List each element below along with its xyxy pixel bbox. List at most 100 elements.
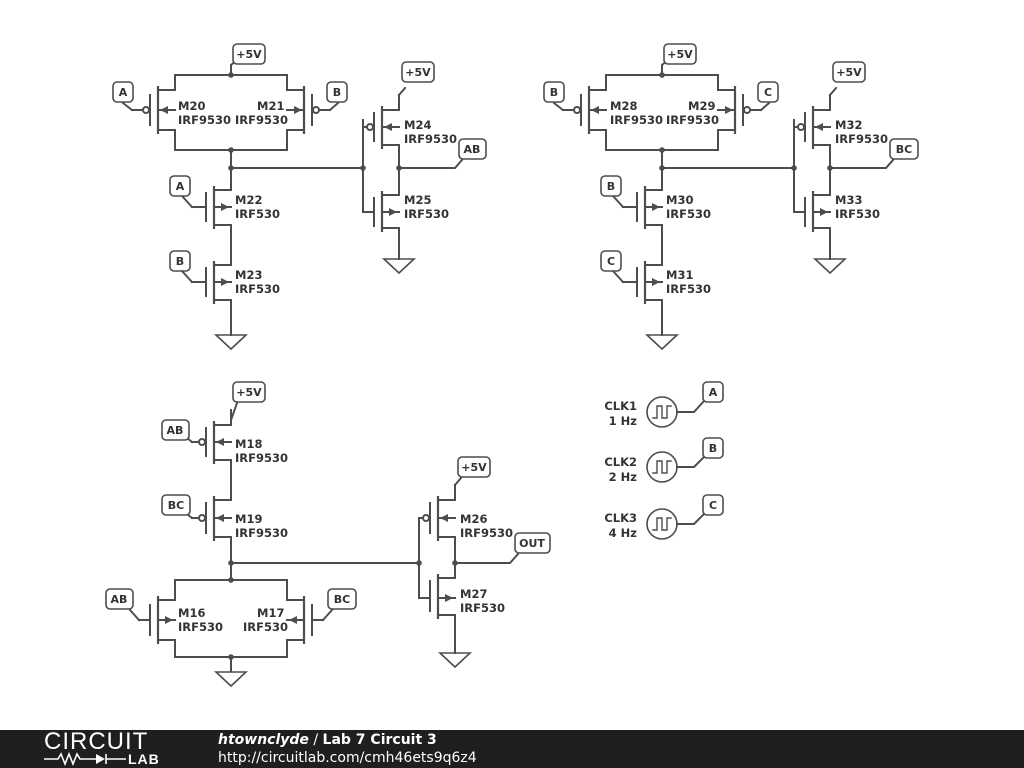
label-clk2-freq: 2 Hz <box>609 470 638 484</box>
net-tag-ab: AB <box>161 419 190 441</box>
mosfet-m30 <box>611 186 663 229</box>
net-tag-b: B <box>702 437 724 459</box>
mosfet-m25 <box>362 191 400 232</box>
net-tag-bc: BC <box>889 138 919 160</box>
clock-clk2 <box>646 451 706 483</box>
mosfet-m24 <box>362 106 400 149</box>
circuit-url[interactable]: http://circuitlab.com/cmh46ets9q6z4 <box>218 750 477 766</box>
ground-symbol <box>381 258 417 275</box>
logo-wordmark-bottom: LAB <box>128 751 160 767</box>
label-m23-name: M23 <box>235 268 262 282</box>
net-tag-vdd: +5V <box>457 456 491 478</box>
svg-text:+5V: +5V <box>236 386 262 399</box>
net-tag-b: B <box>543 81 565 103</box>
label-m19-name: M19 <box>235 512 262 526</box>
label-m32-name: M32 <box>835 118 862 132</box>
label-m29-model: IRF9530 <box>666 113 719 127</box>
ground-symbol <box>644 334 680 351</box>
label-m30-model: IRF530 <box>666 207 711 221</box>
label-m23-model: IRF530 <box>235 282 280 296</box>
net-tag-bc: BC <box>161 494 191 516</box>
svg-text:B: B <box>176 255 184 268</box>
svg-text:AB: AB <box>464 143 481 156</box>
label-m17-name: M17 <box>257 606 284 620</box>
label-m31-model: IRF530 <box>666 282 711 296</box>
label-m22-name: M22 <box>235 193 262 207</box>
circuit-credit: htownclyde / Lab 7 Circuit 3 http://circ… <box>218 731 477 767</box>
ground-symbol <box>213 334 249 351</box>
net-tag-b: B <box>326 81 348 103</box>
ground-symbol <box>812 258 848 275</box>
footer-bar: CIRCUIT LAB htownclyde / Lab 7 Circuit 3… <box>0 730 1024 768</box>
label-clk1-freq: 1 Hz <box>609 414 638 428</box>
label-clk3-freq: 4 Hz <box>609 526 638 540</box>
net-tag-vdd: +5V <box>832 61 866 83</box>
net-tag-ab: AB <box>458 138 487 160</box>
schematic-canvas: +5V +5V +5V +5V +5V +5V A B A B AB B C B… <box>105 43 919 688</box>
mosfet-m31 <box>611 261 663 304</box>
net-tag-a: A <box>169 175 191 197</box>
mosfet-m16 <box>128 596 176 644</box>
label-clk2-name: CLK2 <box>604 455 637 469</box>
svg-text:A: A <box>709 386 718 399</box>
label-m28-name: M28 <box>610 99 637 113</box>
svg-text:+5V: +5V <box>236 48 262 61</box>
mosfet-m17 <box>286 596 334 644</box>
ground-symbol <box>437 652 473 669</box>
label-m26-model: IRF9530 <box>460 526 513 540</box>
label-m26-name: M26 <box>460 512 487 526</box>
label-m16-name: M16 <box>178 606 205 620</box>
svg-text:AB: AB <box>167 424 184 437</box>
svg-text:BC: BC <box>334 593 350 606</box>
net-tag-c: C <box>702 494 724 516</box>
net-tag-bc: BC <box>327 588 357 610</box>
label-m24-model: IRF9530 <box>404 132 457 146</box>
label-clk3-name: CLK3 <box>604 511 637 525</box>
author-link[interactable]: htownclyde <box>218 732 309 748</box>
label-m22-model: IRF530 <box>235 207 280 221</box>
svg-text:B: B <box>550 86 558 99</box>
mosfet-m21 <box>286 86 340 134</box>
label-m18-name: M18 <box>235 437 262 451</box>
label-m33-name: M33 <box>835 193 862 207</box>
net-tag-b: B <box>169 250 191 272</box>
clock-clk3 <box>646 508 706 540</box>
label-m32-model: IRF9530 <box>835 132 888 146</box>
label-m33-model: IRF530 <box>835 207 880 221</box>
net-tag-c: C <box>757 81 779 103</box>
schematic-svg: +5V +5V +5V +5V +5V +5V A B A B AB B C B… <box>105 43 919 688</box>
svg-text:A: A <box>176 180 185 193</box>
svg-text:B: B <box>709 442 717 455</box>
label-m21-name: M21 <box>257 99 284 113</box>
mosfet-m32 <box>793 106 831 149</box>
label-m19-model: IRF9530 <box>235 526 288 540</box>
label-m27-model: IRF530 <box>460 601 505 615</box>
net-tag-vdd: +5V <box>663 43 697 65</box>
mosfet-m23 <box>180 261 232 304</box>
net-tag-out: OUT <box>514 532 551 554</box>
gate-nand-ab <box>157 58 464 331</box>
label-m31-name: M31 <box>666 268 693 282</box>
circuit-title[interactable]: Lab 7 Circuit 3 <box>322 732 437 748</box>
mosfet-m26 <box>418 496 456 541</box>
mosfet-m22 <box>180 186 232 229</box>
net-tag-ab: AB <box>105 588 134 610</box>
label-clk1-name: CLK1 <box>604 399 637 413</box>
label-m24-name: M24 <box>404 118 431 132</box>
credit-separator: / <box>308 732 323 748</box>
net-tag-b: B <box>600 175 622 197</box>
circuitlab-logo[interactable]: CIRCUIT LAB <box>44 730 176 768</box>
label-m20-model: IRF9530 <box>178 113 231 127</box>
label-m16-model: IRF530 <box>178 620 223 634</box>
label-m30-name: M30 <box>666 193 693 207</box>
ground-symbol <box>213 671 249 688</box>
svg-text:C: C <box>764 86 772 99</box>
label-m20-name: M20 <box>178 99 205 113</box>
net-tag-c: C <box>600 250 622 272</box>
label-m25-model: IRF530 <box>404 207 449 221</box>
svg-text:B: B <box>333 86 341 99</box>
label-m29-name: M29 <box>688 99 715 113</box>
label-m18-model: IRF9530 <box>235 451 288 465</box>
label-m28-model: IRF9530 <box>610 113 663 127</box>
mosfet-m20 <box>121 86 176 134</box>
